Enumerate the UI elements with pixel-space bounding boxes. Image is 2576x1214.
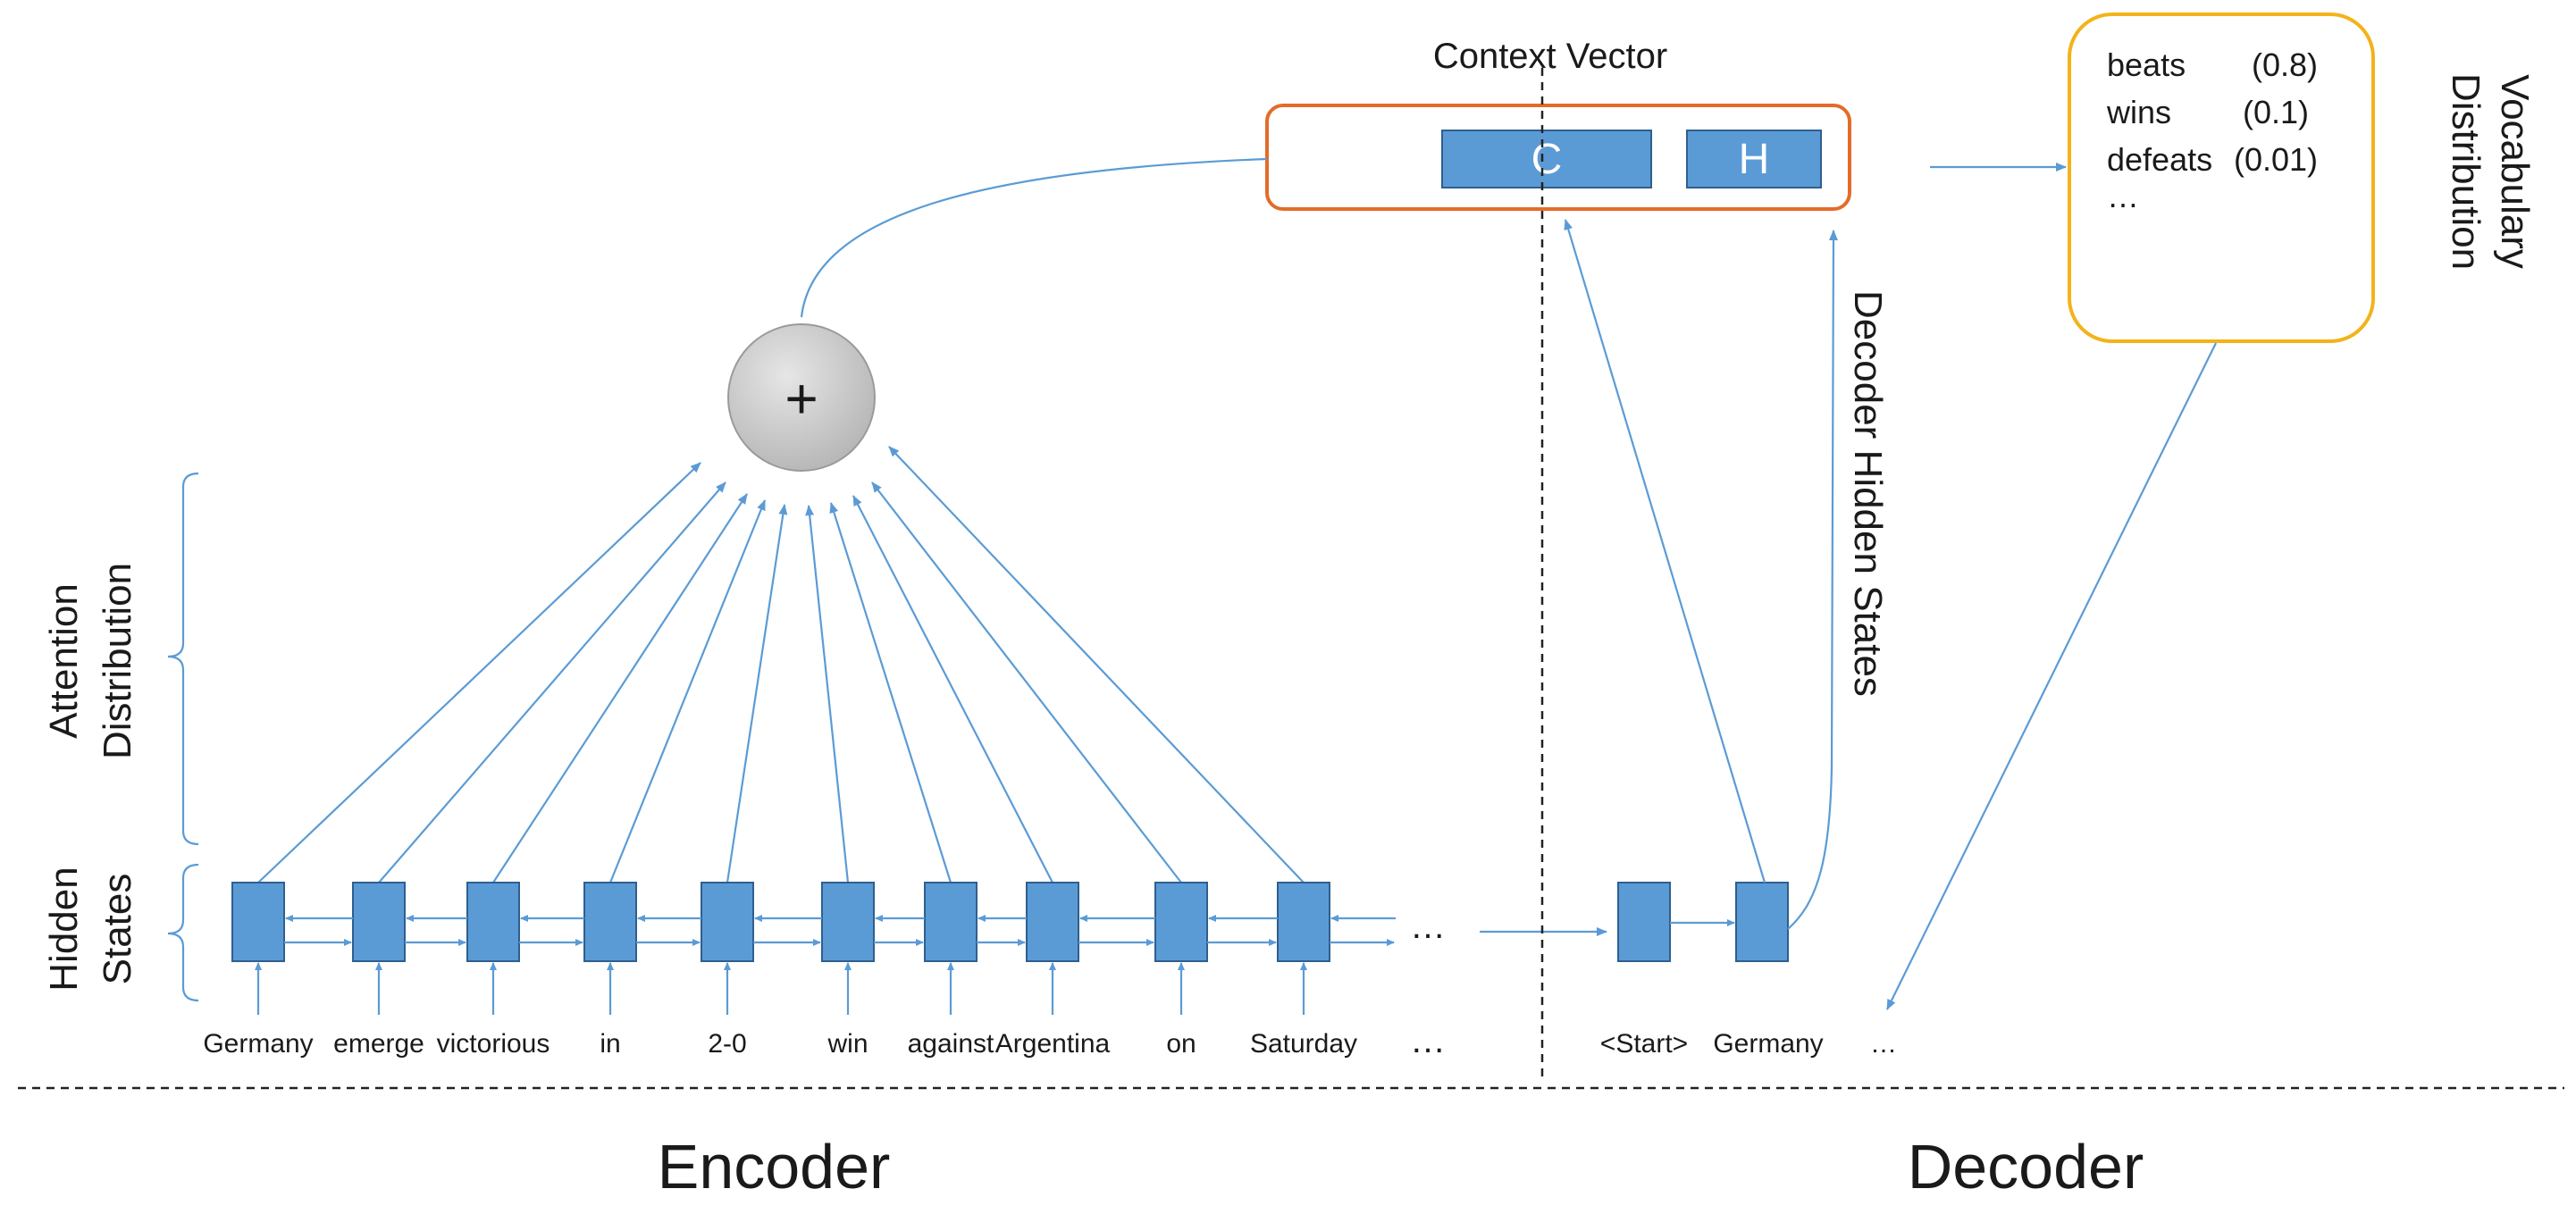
- context-c-cell: [1441, 130, 1652, 188]
- encoder-token: victorious: [437, 1029, 550, 1059]
- sum-symbol: +: [785, 366, 818, 431]
- encoder-token: in: [600, 1029, 620, 1059]
- encoder-cell: [701, 882, 754, 962]
- context-c-label: C: [1531, 136, 1563, 183]
- encoder-section-label: Encoder: [658, 1132, 891, 1201]
- attention-arrow: [888, 446, 1305, 883]
- decoder-token-ellipsis: …: [1870, 1029, 1897, 1059]
- hidden-states-bracket: [167, 863, 199, 1002]
- encoder-cell: [583, 882, 637, 962]
- vocab-to-decoder-input-arrow: [1886, 342, 2217, 1010]
- attention-label-line1: Attention: [42, 583, 86, 739]
- encoder-token: Argentina: [995, 1029, 1111, 1059]
- context-vector: Context Vector C H: [1265, 37, 1851, 211]
- encoder-cells: [231, 882, 1330, 962]
- context-h-cell: [1686, 130, 1822, 188]
- encoder-links: [284, 915, 1396, 946]
- decoder-to-hidden-arrow: [1787, 230, 1838, 930]
- attention-label-line2: Distribution: [96, 563, 139, 759]
- vocab-label-line1: Vocabulary: [2493, 74, 2537, 269]
- encoder-cell: [466, 882, 520, 962]
- decoder-section-label: Decoder: [1908, 1132, 2144, 1201]
- hidden-states-label-line2: States: [96, 874, 139, 985]
- decoder-cell: [1735, 882, 1789, 962]
- attention-bracket: [167, 472, 199, 846]
- encoder-cell: [1154, 882, 1208, 962]
- decoder-cell: [1617, 882, 1671, 962]
- attention-arrow: [378, 481, 726, 883]
- decoder-to-context-arrow: [1564, 219, 1766, 883]
- encoder-token: win: [827, 1029, 868, 1059]
- decoder: <Start> Germany … Decoder Hidden States: [1564, 219, 1897, 1059]
- encoder-cell: [821, 882, 875, 962]
- encoder-cells-ellipsis: …: [1410, 907, 1446, 946]
- encoder-cell: [1277, 882, 1330, 962]
- attention-arrow: [871, 481, 1182, 883]
- encoder-cell: [924, 882, 978, 962]
- vocab-word: beats: [2107, 46, 2186, 83]
- attention-arrow: [726, 504, 788, 883]
- decoder-token: Germany: [1713, 1029, 1823, 1059]
- attention-arrow: [608, 499, 767, 883]
- vocab-label-line2: Distribution: [2444, 73, 2488, 270]
- vocab-word: wins: [2106, 94, 2171, 130]
- vocab-word: defeats: [2107, 141, 2212, 178]
- encoder-tokens-ellipsis: …: [1410, 1021, 1446, 1060]
- encoder-token: 2-0: [708, 1029, 746, 1059]
- vocab-prob: (0.8): [2252, 46, 2318, 83]
- vocab-more: …: [2107, 178, 2139, 214]
- attention-arrow: [805, 505, 850, 883]
- decoder-hidden-states-label: Decoder Hidden States: [1846, 290, 1890, 697]
- encoder-cell: [352, 882, 406, 962]
- encoder-token: on: [1166, 1029, 1196, 1059]
- encoder-token: Germany: [203, 1029, 313, 1059]
- encoder-token: Saturday: [1250, 1029, 1357, 1059]
- attention-arrows: [257, 446, 1305, 883]
- sum-to-context-curve: [800, 157, 1268, 318]
- encoder-token: emerge: [333, 1029, 424, 1059]
- encoder-cell: [231, 882, 285, 962]
- vocab-prob: (0.01): [2234, 141, 2318, 178]
- encoder-token: against: [908, 1029, 994, 1059]
- attention-arrow: [852, 495, 1053, 883]
- hidden-states-label-line1: Hidden: [42, 867, 86, 991]
- sum-circle: [727, 323, 876, 472]
- attention-arrow: [492, 493, 748, 883]
- vocabulary-distribution: beats (0.8) wins (0.1) defeats (0.01) … …: [2068, 13, 2537, 343]
- encoder-inputs: [255, 962, 1307, 1015]
- attention-arrow: [257, 462, 701, 883]
- context-h-label: H: [1739, 136, 1770, 183]
- vocab-box: [2068, 13, 2375, 343]
- attention-sum: +: [727, 323, 876, 472]
- encoder-cell: [1026, 882, 1079, 962]
- vocab-prob: (0.1): [2243, 94, 2309, 130]
- decoder-token: <Start>: [1600, 1029, 1688, 1059]
- attention-arrow: [829, 502, 952, 883]
- context-vector-title: Context Vector: [1433, 37, 1667, 76]
